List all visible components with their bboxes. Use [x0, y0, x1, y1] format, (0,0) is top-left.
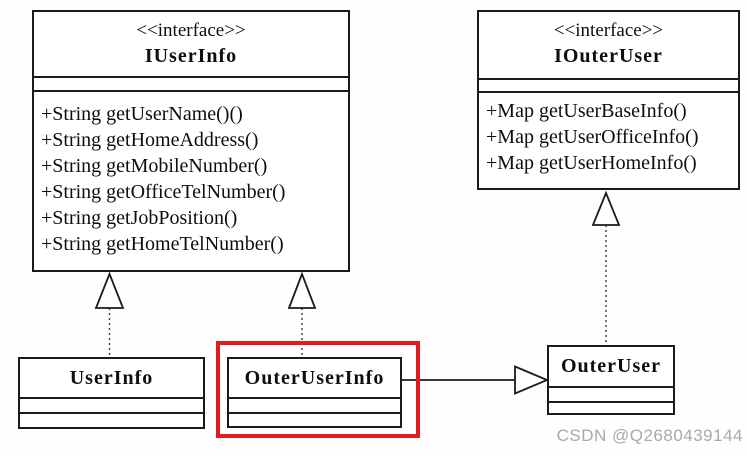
iuserinfo-title-compartment: <<interface>> IUserInfo: [34, 12, 348, 78]
iuserinfo-methods-compartment: +String getUserName()() +String getHomeA…: [34, 92, 348, 257]
iouteruser-name: IOuterUser: [554, 45, 663, 67]
iouteruser-attributes-compartment: [479, 80, 738, 93]
iouteruser-methods-compartment: +Map getUserBaseInfo() +Map getUserOffic…: [479, 93, 738, 176]
class-outeruserinfo: OuterUserInfo: [227, 357, 402, 428]
highlight-rectangle: [216, 341, 420, 438]
iuserinfo-attributes-compartment: [34, 78, 348, 92]
interface-iouteruser: <<interface>> IOuterUser +Map getUserBas…: [477, 10, 740, 190]
class-outeruser: OuterUser: [547, 345, 675, 415]
method-entry: +String getHomeAddress(): [41, 129, 259, 151]
userinfo-name: UserInfo: [20, 359, 203, 399]
iuserinfo-stereotype: <<interface>>: [136, 20, 246, 41]
method-entry: +Map getUserOfficeInfo(): [486, 126, 699, 148]
interface-iuserinfo: <<interface>> IUserInfo +String getUserN…: [32, 10, 350, 272]
method-entry: +String getMobileNumber(): [41, 155, 268, 177]
userinfo-attributes-compartment: [20, 399, 203, 414]
realization-userinfo-to-iuserinfo: [94, 271, 125, 357]
method-entry: +Map getUserBaseInfo(): [486, 100, 687, 122]
method-entry: +String getUserName()(): [41, 103, 243, 125]
hollow-triangle-arrowhead: [287, 271, 317, 309]
realization-outeruser-to-iouteruser: [591, 190, 621, 345]
outeruserinfo-attributes-compartment: [229, 399, 400, 414]
iouteruser-stereotype: <<interface>>: [553, 20, 664, 41]
hollow-triangle-arrowhead: [94, 271, 125, 309]
iuserinfo-name: IUserInfo: [144, 45, 238, 67]
generalization-outeruserinfo-to-outeruser: [402, 365, 550, 395]
method-entry: +String getOfficeTelNumber(): [41, 181, 286, 203]
class-userinfo: UserInfo: [18, 357, 205, 429]
iouteruser-title-compartment: <<interface>> IOuterUser: [479, 12, 738, 80]
outeruser-attributes-compartment: [549, 388, 673, 403]
method-entry: +Map getUserHomeInfo(): [486, 152, 697, 174]
watermark: CSDN @Q2680439144: [556, 426, 743, 445]
hollow-triangle-arrowhead: [591, 190, 621, 226]
outeruser-name: OuterUser: [549, 347, 673, 388]
outeruserinfo-name: OuterUserInfo: [229, 359, 400, 399]
method-entry: +String getJobPosition(): [41, 207, 238, 229]
method-entry: +String getHomeTelNumber(): [41, 233, 284, 255]
hollow-triangle-arrowhead: [514, 365, 550, 395]
